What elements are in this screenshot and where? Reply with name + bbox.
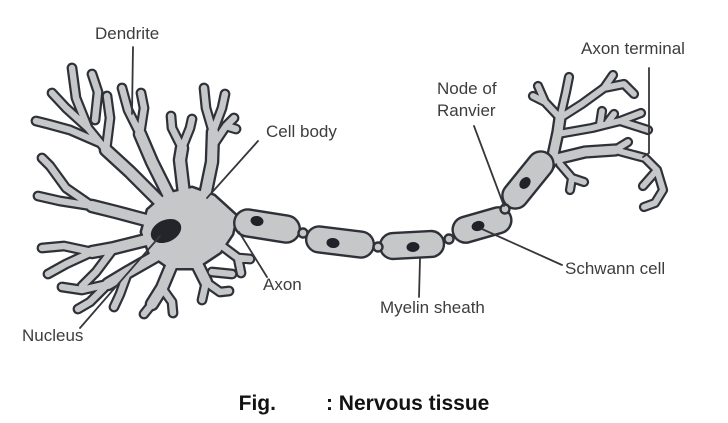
axon-terminal-leader	[642, 67, 650, 158]
nucleus-leader	[79, 235, 161, 329]
myelin-sheath-leader	[418, 258, 421, 298]
cell-body-label: Cell body	[266, 122, 337, 141]
node-of-ranvier-leader	[473, 125, 505, 207]
axon-terminal-label: Axon terminal	[581, 39, 685, 58]
node-of-ranvier-label: Node of Ranvier	[437, 78, 497, 122]
node-of-ranvier-gap	[443, 233, 455, 245]
node-of-ranvier-gap	[372, 241, 384, 253]
node-of-ranvier-label-line2: Ranvier	[437, 101, 496, 120]
axon-chain	[233, 150, 555, 261]
schwann-cell-leader	[481, 228, 563, 266]
node-of-ranvier-label-line1: Node of	[437, 79, 497, 98]
axon-label: Axon	[263, 275, 302, 294]
axon-terminal-fill	[533, 75, 663, 207]
schwann-cell-nuclei	[250, 177, 531, 253]
node-of-ranvier-gap	[297, 227, 309, 239]
myelin-sheath-label: Myelin sheath	[380, 298, 485, 317]
dendrite-leader	[131, 46, 134, 115]
cell-body-leader	[206, 140, 259, 199]
axon-leader	[238, 231, 268, 278]
leader-lines	[79, 46, 650, 329]
figure-caption: Fig. : Nervous tissue	[0, 392, 728, 416]
node-of-ranvier-gap	[499, 203, 511, 215]
figure-caption-prefix: Fig.	[238, 392, 276, 415]
schwann-cell-label: Schwann cell	[565, 259, 666, 278]
figure-caption-title: : Nervous tissue	[325, 392, 490, 415]
myelin-segment	[304, 225, 376, 259]
dendrite-label: Dendrite	[95, 24, 160, 43]
nucleus-label: Nucleus	[22, 326, 84, 345]
